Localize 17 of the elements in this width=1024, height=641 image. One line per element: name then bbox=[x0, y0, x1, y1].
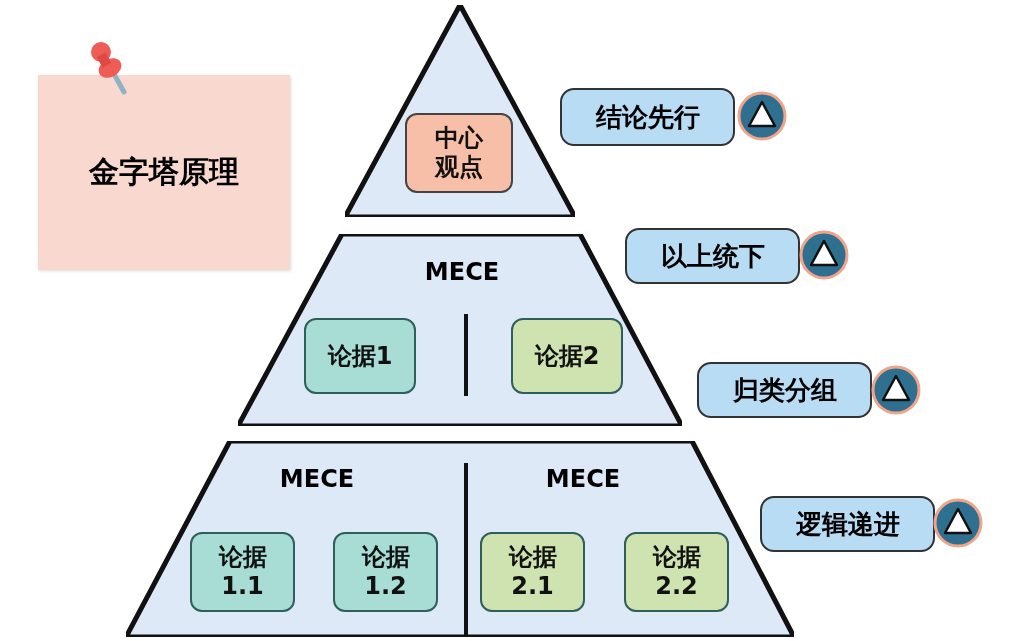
pyramid-tier bbox=[345, 5, 575, 217]
argument-box: 论据1 bbox=[304, 318, 416, 394]
argument-box: 论据1.2 bbox=[333, 532, 438, 612]
argument-box: 论据2 bbox=[511, 318, 623, 394]
argument-box: 论据1.1 bbox=[190, 532, 295, 612]
argument-box: 论据2.1 bbox=[480, 532, 585, 612]
sticky-note: 金字塔原理 bbox=[38, 75, 290, 270]
argument-box: 论据2.2 bbox=[624, 532, 729, 612]
argument-box: 中心观点 bbox=[405, 113, 513, 193]
principle-label: 逻辑递进 bbox=[760, 496, 935, 552]
group-heading: MECE bbox=[279, 465, 355, 493]
pyramid-tier bbox=[126, 441, 794, 637]
group-heading: MECE bbox=[545, 465, 621, 493]
principle-label: 结论先行 bbox=[560, 88, 735, 146]
principle-label: 以上统下 bbox=[625, 228, 800, 284]
group-heading: MECE bbox=[424, 258, 500, 286]
principle-label: 归类分组 bbox=[697, 362, 872, 418]
